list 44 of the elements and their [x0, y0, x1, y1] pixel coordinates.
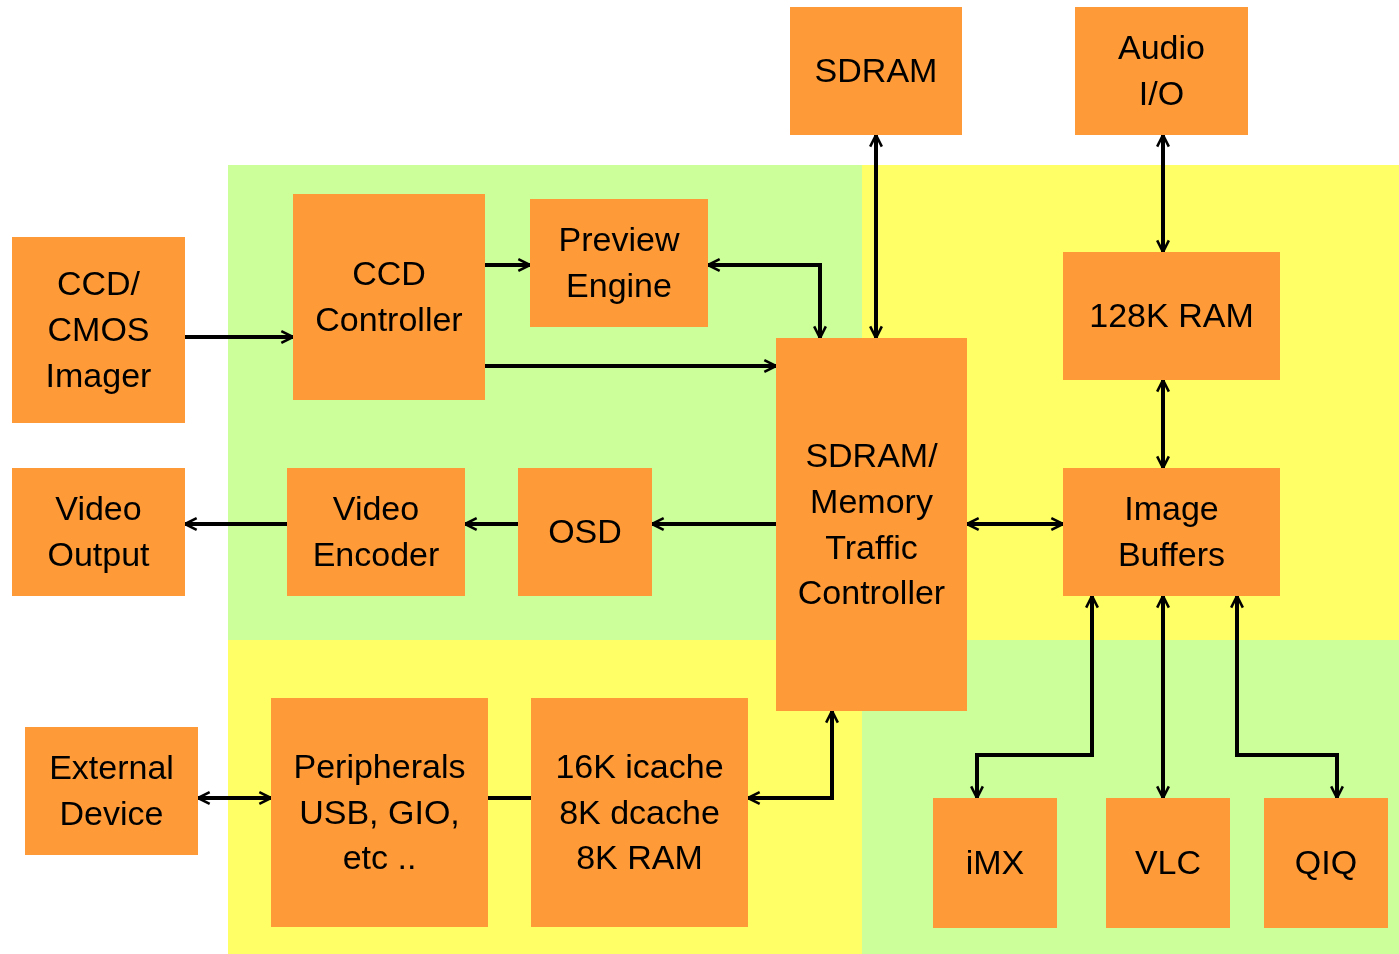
- block-box: [271, 698, 488, 927]
- block-label: Peripherals USB, GIO, etc ..: [292, 745, 467, 879]
- block-box: [1063, 252, 1280, 380]
- block-label: VLC: [1134, 842, 1202, 884]
- arrow: [485, 257, 532, 273]
- block-label: SDRAM: [814, 50, 938, 92]
- block-box: [293, 194, 485, 400]
- block-label: 128K RAM: [1089, 295, 1254, 337]
- block-box: [1264, 798, 1388, 928]
- block-label: Preview Engine: [557, 219, 681, 306]
- block-label: Image Buffers: [1116, 488, 1227, 575]
- block-label: iMX: [965, 842, 1025, 884]
- block-box: [12, 468, 185, 596]
- block-label: Video Encoder: [311, 488, 441, 575]
- block-box: [12, 237, 185, 423]
- block-box: [530, 199, 708, 327]
- block-box: [1106, 798, 1230, 928]
- arrow: [1229, 594, 1345, 800]
- block-box: [518, 468, 652, 596]
- arrow: [185, 329, 295, 345]
- block-label: SDRAM/ Memory Traffic Controller: [796, 434, 947, 614]
- block-label: External Device: [48, 747, 175, 834]
- block-box: [1063, 468, 1280, 596]
- block-box: [287, 468, 465, 596]
- block-label: CCD Controller: [314, 253, 464, 340]
- block-box: [1075, 7, 1248, 135]
- block-label: QIQ: [1294, 842, 1358, 884]
- block-box: [790, 7, 962, 135]
- arrow: [1155, 594, 1171, 800]
- arrow: [868, 133, 884, 340]
- block-label: 16K icache 8K dcache 8K RAM: [554, 745, 725, 879]
- block-label: CCD/ CMOS Imager: [44, 263, 153, 396]
- arrow: [969, 594, 1100, 800]
- block-box: [25, 727, 198, 855]
- block-box: [531, 698, 748, 927]
- connector-line: [488, 796, 531, 800]
- arrow: [1155, 378, 1171, 470]
- arrow: [485, 358, 778, 374]
- block-box: [776, 338, 967, 711]
- arrow: [1155, 133, 1171, 254]
- block-box: [933, 798, 1057, 928]
- block-label: Video Output: [46, 488, 151, 575]
- block-label: Audio I/O: [1117, 27, 1206, 114]
- block-label: OSD: [548, 511, 622, 553]
